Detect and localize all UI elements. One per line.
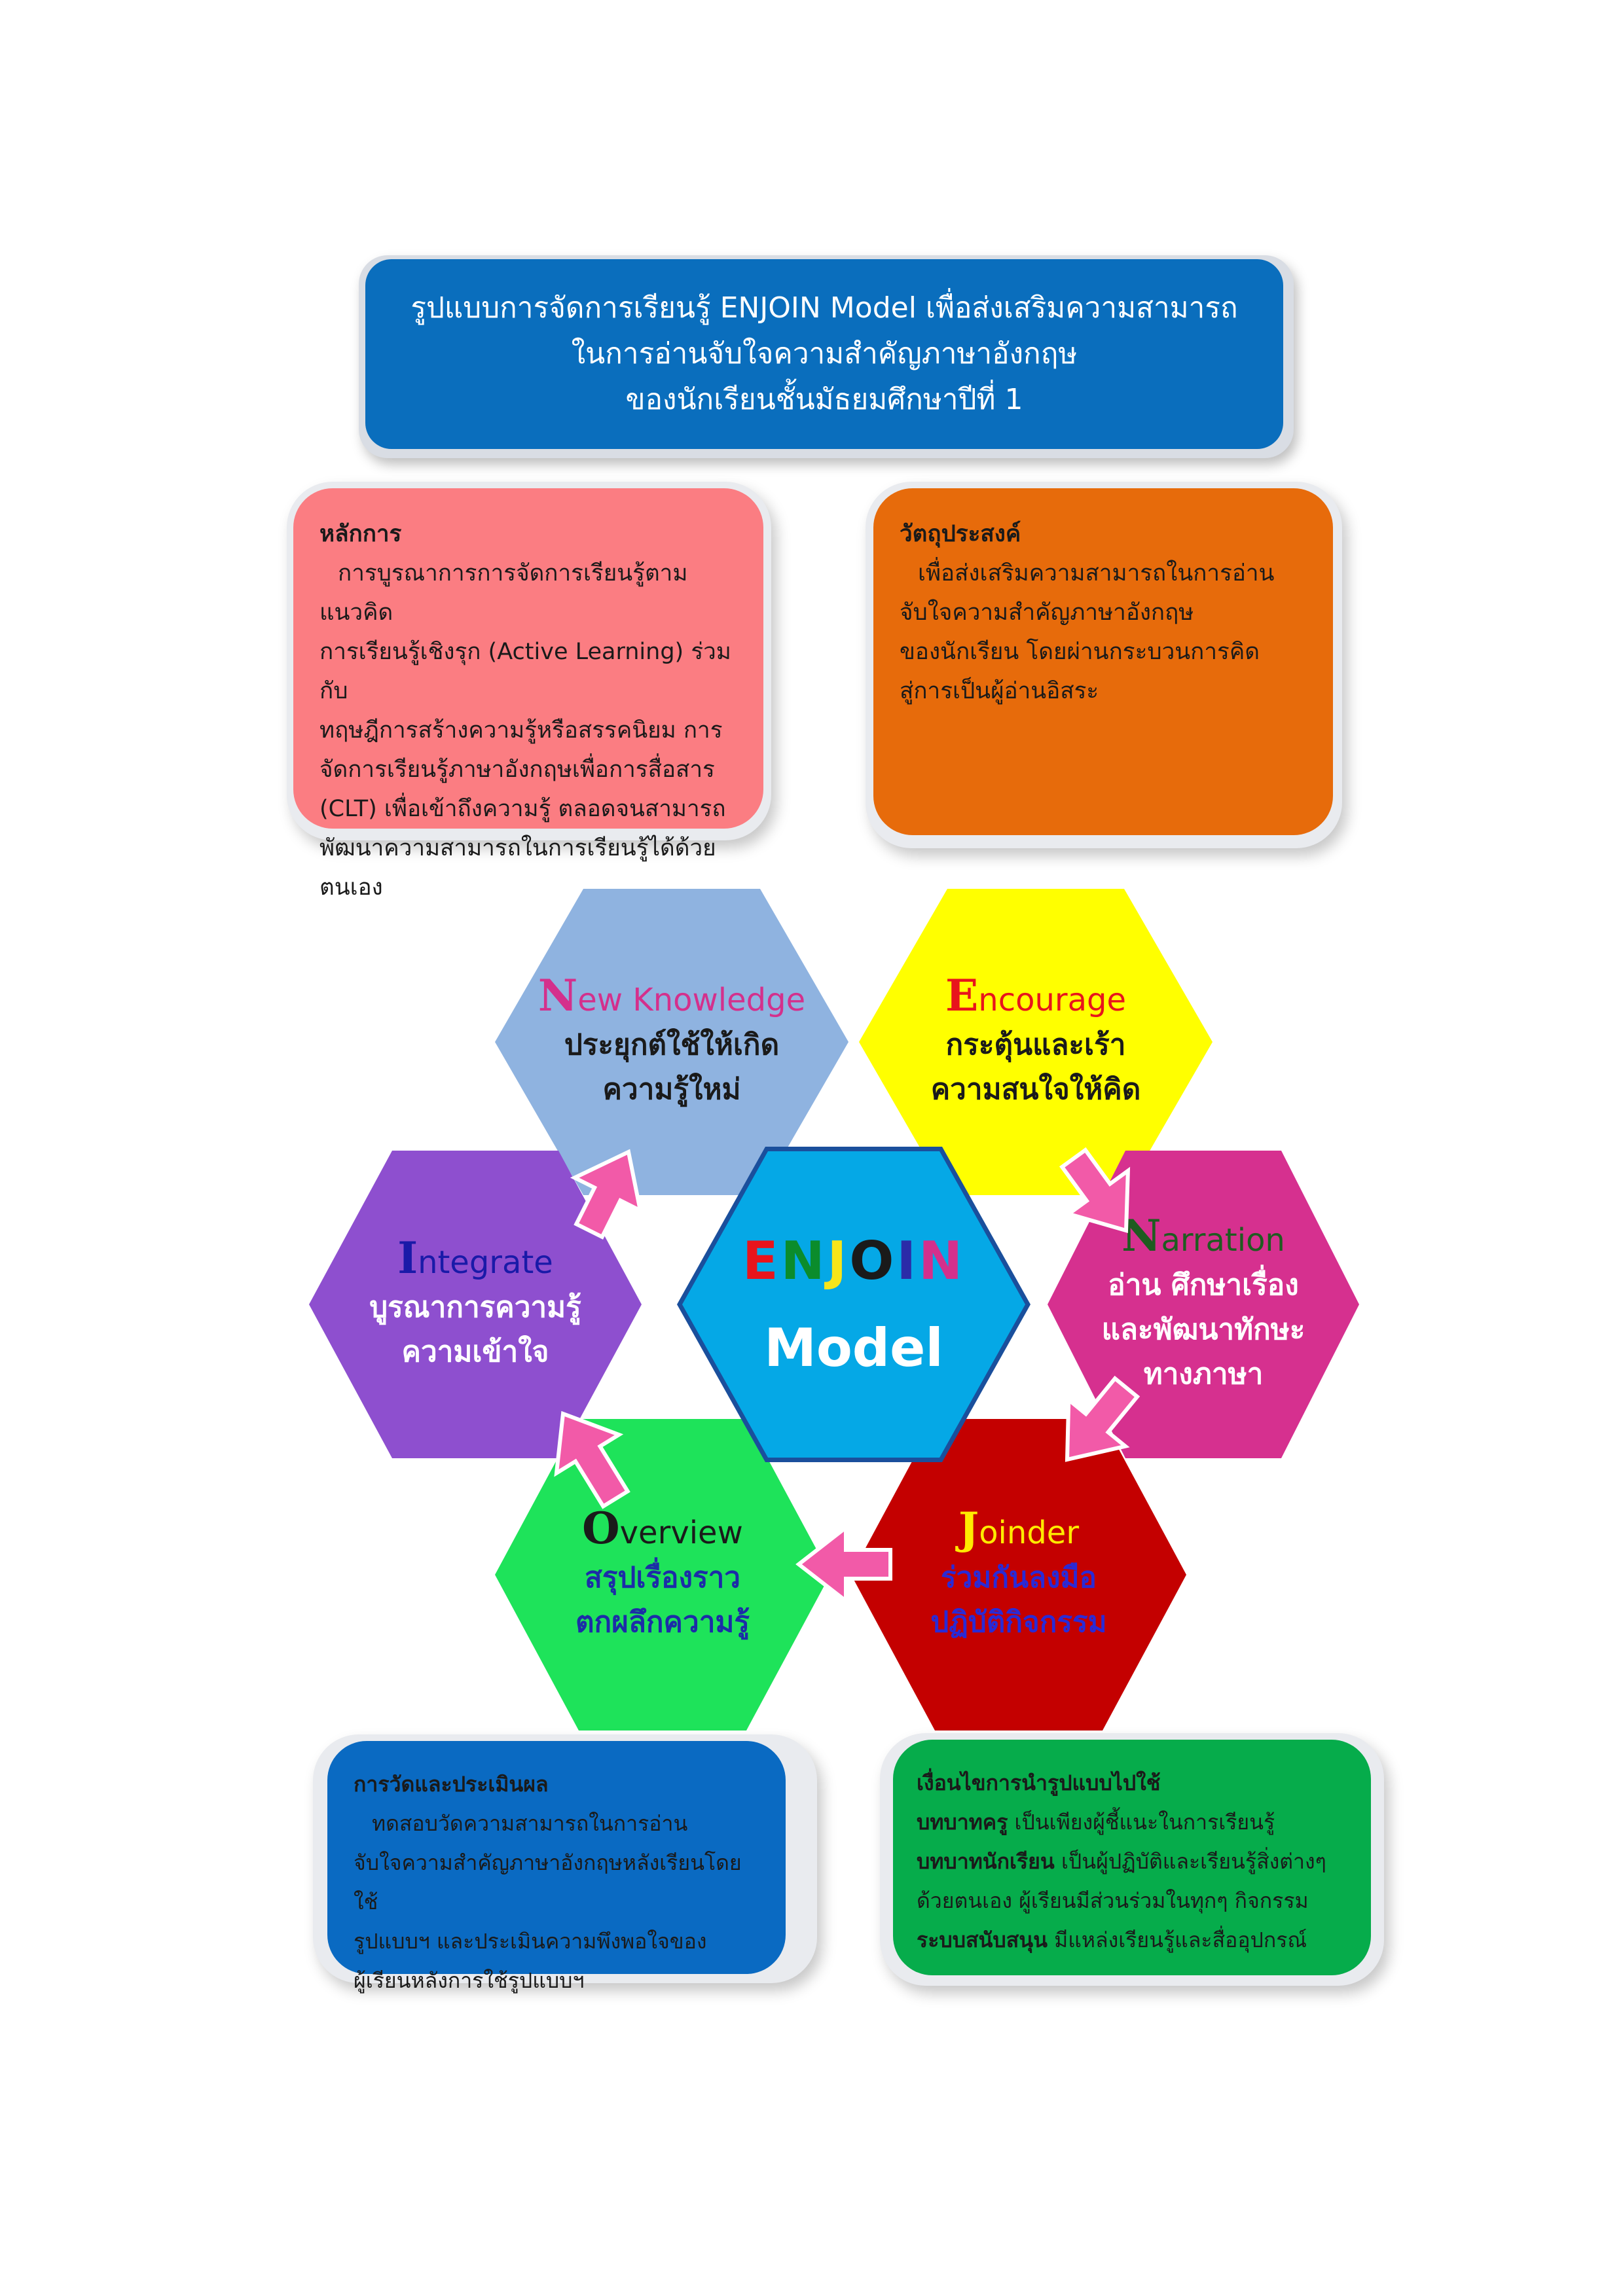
hex-new-knowledge: New Knowledge ประยุกต์ใช้ให้เกิด ความรู้…	[495, 889, 848, 1195]
hex-joinder-desc-2: ปฏิบัติกิจกรรม	[930, 1605, 1107, 1639]
support-text: มีแหล่งเรียนรู้และสื่ออุปกรณ์	[1048, 1928, 1307, 1952]
objective-heading: วัตถุประสงค์	[900, 521, 1021, 547]
hex-integrate-desc-1: บูรณาการความรู้	[369, 1290, 581, 1324]
title-rest: verview	[619, 1514, 743, 1551]
principle-line: ทฤษฎีการสร้างความรู้หรือสรรคนิยม การ	[319, 717, 723, 744]
hex-overview-desc-2: ตกผลึกความรู้	[575, 1605, 750, 1639]
hex-integrate-title: Integrate	[397, 1235, 553, 1285]
principle-line: (CLT) เพื่อเข้าถึงความรู้ ตลอดจนสามารถ	[319, 796, 726, 822]
enjoin-letter-j: J	[827, 1230, 850, 1291]
hex-new-knowledge-desc-2: ความรู้ใหม่	[602, 1072, 741, 1106]
arrow-narration-to-joinder	[1065, 1375, 1140, 1462]
student-text: เป็นผู้ปฏิบัติและเรียนรู้สิ่งต่างๆ	[1054, 1849, 1326, 1874]
arrow-joinder-to-overview	[795, 1523, 892, 1605]
principle-line: การบูรณาการการจัดการเรียนรู้ตามแนวคิด	[319, 560, 688, 626]
objective-line: ของนักเรียน โดยผ่านกระบวนการคิด	[900, 639, 1260, 665]
arrow-encourage-to-narration	[1059, 1147, 1131, 1233]
initial-letter: E	[945, 969, 979, 1021]
arrow-integrate-to-new-knowledge	[570, 1149, 644, 1240]
objective-line: สู่การเป็นผู้อ่านอิสระ	[900, 678, 1099, 704]
student-label: บทบาทนักเรียน	[917, 1849, 1055, 1874]
enjoin-letter-o: O	[849, 1230, 897, 1291]
hex-narration-title: Narration	[1122, 1213, 1285, 1263]
conditions-heading: เงื่อนไขการนำรูปแบบไปใช้	[917, 1770, 1161, 1795]
objective-line: จับใจความสำคัญภาษาอังกฤษ	[900, 600, 1194, 626]
principle-line: จัดการเรียนรู้ภาษาอังกฤษเพื่อการสื่อสาร	[319, 757, 715, 783]
evaluation-line: จับใจความสำคัญภาษาอังกฤษหลังเรียนโดยใช้	[354, 1850, 742, 1914]
hex-new-knowledge-title: New Knowledge	[538, 973, 805, 1023]
title-rest: ew Knowledge	[577, 981, 806, 1018]
principle-heading: หลักการ	[319, 521, 402, 547]
principle-line: การเรียนรู้เชิงรุก (Active Learning) ร่ว…	[319, 639, 731, 704]
enjoin-word: ENJOIN	[742, 1230, 965, 1291]
principle-card: หลักการ การบูรณาการการจัดการเรียนรู้ตามแ…	[293, 488, 763, 901]
arrow-overview-to-integrate	[554, 1410, 630, 1509]
hex-overview-desc-1: สรุปเรื่องราว	[584, 1560, 741, 1594]
evaluation-line: ทดสอบวัดความสามารถในการอ่าน	[372, 1811, 688, 1836]
title-rest: ntegrate	[418, 1244, 553, 1281]
principle-line: พัฒนาความสามารถในการเรียนรู้ได้ด้วยตนเอง	[319, 835, 716, 901]
enjoin-letter-n2: N	[919, 1230, 966, 1291]
title-line-1: รูปแบบการจัดการเรียนรู้ ENJOIN Model เพื…	[410, 291, 1238, 325]
hex-overview-title: Overview	[582, 1505, 743, 1556]
initial-letter: J	[958, 1502, 979, 1554]
initial-letter: N	[538, 969, 578, 1021]
model-word: Model	[764, 1318, 943, 1378]
title-rest: oinder	[979, 1514, 1080, 1551]
hex-joinder-desc-1: ร่วมกันลงมือ	[941, 1560, 1097, 1594]
evaluation-heading: การวัดและประเมินผล	[354, 1772, 549, 1797]
enjoin-letter-i: I	[896, 1230, 919, 1291]
conditions-student-line-2: ด้วยตนเอง ผู้เรียนมีส่วนร่วมในทุกๆ กิจกร…	[917, 1888, 1309, 1913]
conditions-card: เงื่อนไขการนำรูปแบบไปใช้ บทบาทครู เป็นเพ…	[893, 1740, 1371, 1975]
hex-narration-desc-3: ทางภาษา	[1143, 1357, 1264, 1391]
teacher-label: บทบาทครู	[917, 1810, 1008, 1835]
title-line-2: ในการอ่านจับใจความสำคัญภาษาอังกฤษ	[571, 337, 1078, 370]
evaluation-card: การวัดและประเมินผล ทดสอบวัดความสามารถในก…	[327, 1741, 786, 1993]
hex-integrate-desc-2: ความเข้าใจ	[401, 1335, 549, 1369]
evaluation-line: รูปแบบฯ และประเมินความพึงพอใจของ	[354, 1929, 707, 1954]
conditions-support-line: ระบบสนับสนุน มีแหล่งเรียนรู้และสื่ออุปกร…	[917, 1920, 1347, 1960]
objective-card: วัตถุประสงค์ เพื่อส่งเสริมความสามารถในกา…	[873, 488, 1333, 835]
enjoin-letter-n: N	[780, 1230, 828, 1291]
conditions-student-line: บทบาทนักเรียน เป็นผู้ปฏิบัติและเรียนรู้ส…	[917, 1842, 1347, 1881]
hex-narration-desc-2: และพัฒนาทักษะ	[1101, 1312, 1305, 1346]
hex-encourage-desc-2: ความสนใจให้คิด	[930, 1072, 1141, 1106]
title-rest: arration	[1161, 1221, 1285, 1259]
hex-encourage: Encourage กระตุ้นและเร้า ความสนใจให้คิด	[859, 889, 1213, 1195]
initial-letter: O	[582, 1502, 620, 1554]
hex-encourage-title: Encourage	[945, 973, 1126, 1023]
hex-encourage-desc-1: กระตุ้นและเร้า	[945, 1028, 1126, 1062]
evaluation-line: ผู้เรียนหลังการใช้รูปแบบฯ	[354, 1968, 585, 1993]
objective-line: เพื่อส่งเสริมความสามารถในการอ่าน	[918, 560, 1275, 586]
title-rest: ncourage	[978, 981, 1127, 1018]
hex-new-knowledge-desc-1: ประยุกต์ใช้ให้เกิด	[564, 1028, 780, 1062]
initial-letter: I	[397, 1232, 418, 1283]
title-line-3: ของนักเรียนชั้นมัธยมศึกษาปีที่ 1	[625, 383, 1023, 416]
conditions-teacher-line: บทบาทครู เป็นเพียงผู้ชี้แนะในการเรียนรู้	[917, 1803, 1347, 1842]
support-label: ระบบสนับสนุน	[917, 1928, 1048, 1952]
hex-narration-desc-1: อ่าน ศึกษาเรื่อง	[1108, 1268, 1299, 1302]
center-hex: ENJOIN Model	[682, 1151, 1025, 1458]
title-banner: รูปแบบการจัดการเรียนรู้ ENJOIN Model เพื…	[365, 259, 1283, 449]
enjoin-letter-e: E	[742, 1230, 781, 1291]
hex-joinder-title: Joinder	[958, 1505, 1079, 1556]
teacher-text: เป็นเพียงผู้ชี้แนะในการเรียนรู้	[1008, 1810, 1275, 1835]
